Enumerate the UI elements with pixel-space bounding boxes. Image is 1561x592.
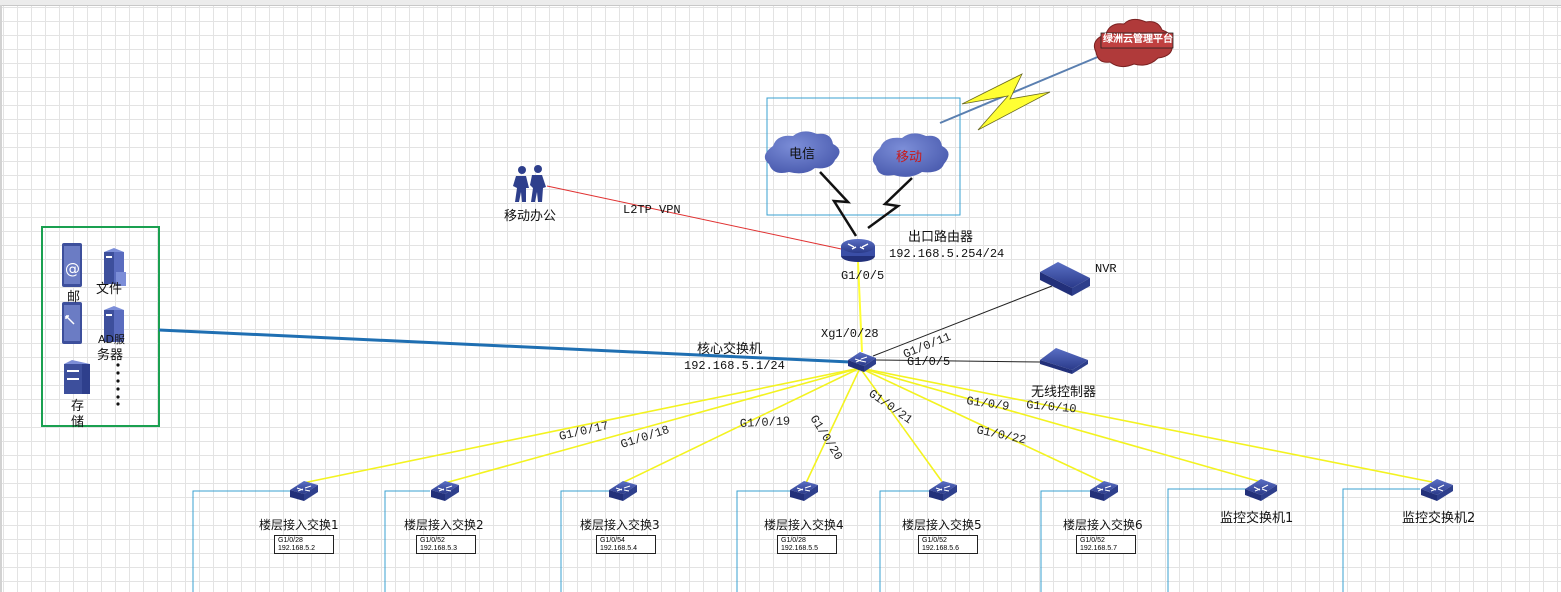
- monitor-switch-icon-2: [1421, 479, 1453, 501]
- floor-switch-ip: 192.168.5.5: [781, 545, 818, 552]
- mobile-office-icon: [513, 165, 546, 202]
- access-drop-lines: [192, 488, 1420, 592]
- server-core-link: [158, 328, 851, 364]
- floor-switch-icon-5: [929, 481, 957, 501]
- floor-switch-name: 楼层接入交换2: [404, 518, 484, 532]
- nvr-icon: [1040, 262, 1090, 296]
- floor-switch-ip: 192.168.5.4: [600, 545, 637, 552]
- more-ellipsis-icon: [116, 363, 120, 406]
- floor-switch-name: 楼层接入交换1: [259, 518, 339, 532]
- wlc-link: [874, 359, 1041, 363]
- floor-switch-port: G1/0/52: [922, 537, 947, 544]
- port-label: G1/0/9: [965, 394, 1010, 414]
- router-core-link: [857, 261, 863, 353]
- port-label: G1/0/10: [1026, 398, 1077, 416]
- monitor-switch-name: 监控交换机2: [1402, 511, 1476, 526]
- port-label: G1/0/20: [807, 413, 846, 463]
- nvr-link: [872, 285, 1053, 357]
- wlc-port: G1/0/5: [907, 355, 951, 369]
- core-uplink-port: Xg1/0/28: [821, 327, 879, 341]
- router-port: G1/0/5: [841, 269, 885, 283]
- router-ip: 192.168.5.254/24: [889, 247, 1005, 261]
- ad-server-label-2: 务器: [97, 348, 124, 363]
- platform-wan-link: [939, 55, 1101, 131]
- floor-switch-port: G1/0/52: [1080, 537, 1105, 544]
- core-switch-ip: 192.168.5.1/24: [684, 359, 785, 373]
- nvr-label: NVR: [1095, 262, 1117, 276]
- downlinks: [302, 367, 1433, 484]
- floor-switch-name: 楼层接入交换3: [580, 518, 660, 532]
- floor-switch-port: G1/0/28: [278, 537, 303, 544]
- cloud-platform-label: 绿洲云管理平台: [1103, 34, 1173, 45]
- telecom-cloud: [764, 131, 840, 174]
- floor-switch-port: G1/0/54: [600, 537, 625, 544]
- monitor-switch-icon-1: [1245, 479, 1277, 501]
- floor-switch-ip: 192.168.5.2: [278, 545, 315, 552]
- port-label: G1/0/22: [975, 423, 1027, 447]
- floor-switch-icon-2: [431, 481, 459, 501]
- vpn-link: [546, 185, 847, 251]
- floor-switch-icon-4: [790, 481, 818, 501]
- floor-switch-port: G1/0/52: [420, 537, 445, 544]
- file-server-label: 文件: [96, 282, 123, 297]
- floor-switch-name: 楼层接入交换4: [764, 518, 844, 532]
- cloud-platform-icon: [1093, 18, 1174, 68]
- vpn-link-label: L2TP VPN: [623, 203, 681, 217]
- storage-icon: [64, 360, 90, 394]
- monitor-switch-name: 监控交换机1: [1220, 511, 1294, 526]
- file-server-icon: [104, 248, 126, 286]
- router-name: 出口路由器: [908, 230, 974, 245]
- mobile-isp-label: 移动: [896, 150, 923, 165]
- core-switch-icon: [848, 352, 876, 372]
- mail-server-icon: @: [62, 243, 82, 287]
- wlc-label: 无线控制器: [1031, 385, 1097, 400]
- floor-switch-name: 楼层接入交换5: [902, 518, 982, 532]
- mobile-office-label: 移动办公: [504, 209, 557, 224]
- core-switch-name: 核心交换机: [697, 342, 763, 357]
- ad-server-icon: [104, 306, 124, 342]
- storage-label-1: 存: [71, 399, 85, 414]
- telecom-link: [819, 171, 858, 237]
- floor-switch-ip: 192.168.5.6: [922, 545, 959, 552]
- floor-switch-ip: 192.168.5.7: [1080, 545, 1117, 552]
- router-icon: [841, 239, 875, 262]
- svg-text:@: @: [65, 260, 80, 278]
- ruler-strip: [0, 5, 2, 592]
- server-group-frame: [41, 226, 160, 427]
- toolbar-strip: [0, 0, 1561, 6]
- port-label: G1/0/19: [739, 414, 790, 431]
- web-server-icon: [62, 302, 82, 344]
- mobile-cloud: [872, 133, 949, 177]
- telecom-label: 电信: [789, 147, 816, 162]
- mobile-link: [867, 177, 913, 230]
- floor-switch-ip: 192.168.5.3: [420, 545, 457, 552]
- floor-switch-port: G1/0/28: [781, 537, 806, 544]
- storage-label-2: 储: [71, 415, 85, 430]
- floor-switch-icon-6: [1090, 481, 1118, 501]
- ad-server-label-1: AD服: [98, 333, 125, 346]
- floor-switch-name: 楼层接入交换6: [1063, 518, 1143, 532]
- mail-server-label: 邮: [67, 290, 81, 305]
- wireless-controller-icon: [1040, 348, 1088, 374]
- port-label: G1/0/21: [866, 387, 915, 427]
- floor-switch-icon-3: [609, 481, 637, 501]
- floor-switch-icon-1: [290, 481, 318, 501]
